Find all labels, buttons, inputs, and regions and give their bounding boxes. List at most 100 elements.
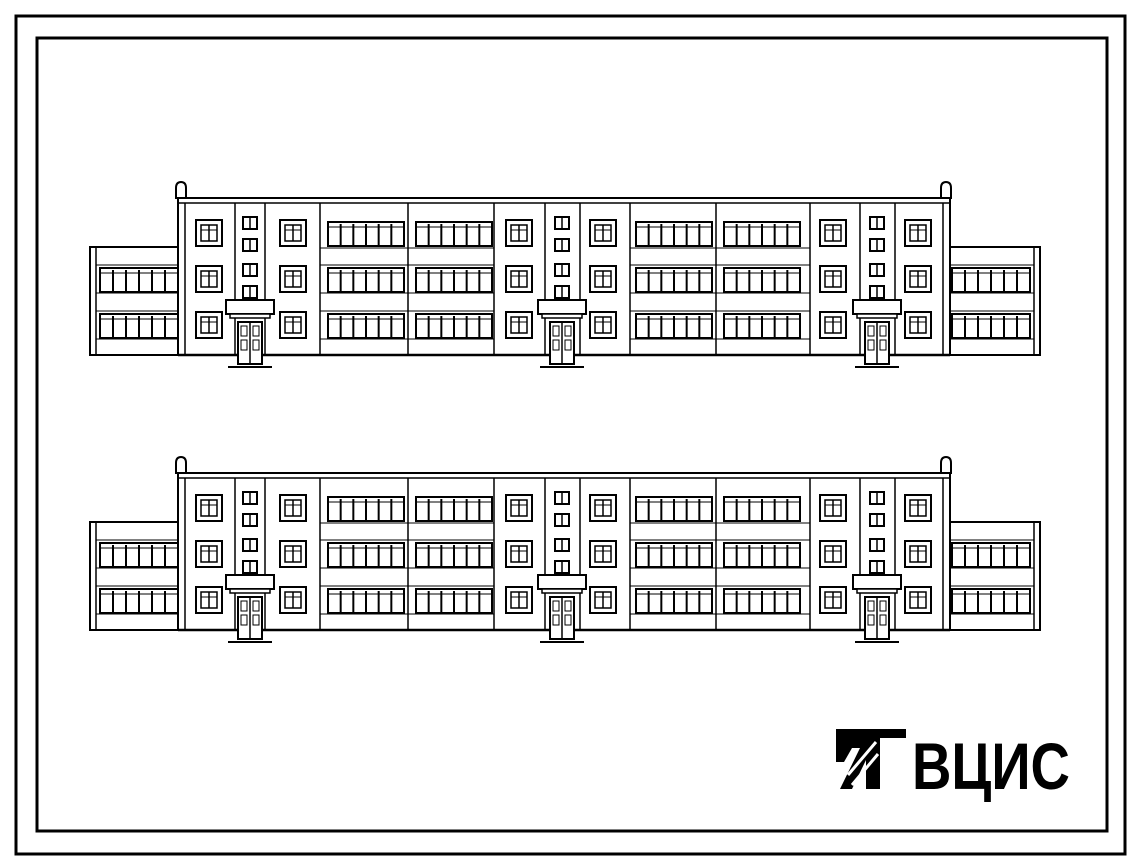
window: [819, 311, 847, 339]
door-panel: [552, 614, 560, 626]
strip-window: [327, 496, 405, 522]
stair-window: [869, 263, 885, 277]
strip-window: [723, 313, 801, 339]
window: [279, 265, 307, 293]
stair-window: [242, 238, 258, 252]
window: [279, 311, 307, 339]
strip-window: [415, 313, 493, 339]
canopy-fascia: [541, 313, 583, 319]
door-panel: [252, 339, 260, 351]
door-panel: [867, 325, 875, 337]
stair-window: [242, 285, 258, 299]
strip-window: [99, 588, 179, 614]
window: [589, 540, 617, 568]
door-panel: [252, 600, 260, 612]
window: [195, 311, 223, 339]
entrance-canopy: [537, 299, 587, 315]
window: [195, 494, 223, 522]
door-panel: [252, 325, 260, 337]
entrance-canopy: [537, 574, 587, 590]
stair-window: [242, 216, 258, 230]
stair-window: [869, 285, 885, 299]
strip-window: [327, 313, 405, 339]
door-panel: [867, 339, 875, 351]
window: [505, 311, 533, 339]
door-panel: [879, 600, 887, 612]
entrance-door: [852, 574, 902, 643]
stair-window: [869, 238, 885, 252]
window: [195, 219, 223, 247]
building-elevation-2: [89, 455, 1041, 643]
strip-window: [415, 221, 493, 247]
window: [505, 494, 533, 522]
window: [505, 586, 533, 614]
window: [904, 494, 932, 522]
right-vent-pipe: [940, 180, 952, 199]
inner-border: [35, 36, 1109, 833]
stair-window: [869, 216, 885, 230]
window: [195, 586, 223, 614]
stair-window: [242, 513, 258, 527]
stair-window: [242, 491, 258, 505]
door-panel: [552, 339, 560, 351]
window: [589, 311, 617, 339]
strip-window: [415, 267, 493, 293]
stair-window: [869, 538, 885, 552]
door-panel: [564, 614, 572, 626]
strip-window: [415, 588, 493, 614]
strip-window: [99, 267, 179, 293]
door-panel: [240, 339, 248, 351]
window: [904, 265, 932, 293]
window: [279, 219, 307, 247]
strip-window: [951, 588, 1031, 614]
logo-text: ВЦИС: [912, 729, 1070, 803]
door-panel: [240, 325, 248, 337]
stair-window: [869, 513, 885, 527]
window: [505, 219, 533, 247]
strip-window: [723, 496, 801, 522]
entrance-door: [852, 299, 902, 368]
window: [589, 586, 617, 614]
building-elevation-1: [89, 180, 1041, 368]
canopy-fascia: [856, 588, 898, 594]
stair-window: [554, 238, 570, 252]
left-vent-pipe: [175, 455, 187, 474]
entrance-canopy: [852, 574, 902, 590]
stair-window: [554, 491, 570, 505]
strip-window: [723, 542, 801, 568]
door-panel: [564, 339, 572, 351]
stair-window: [869, 560, 885, 574]
door-panel: [564, 325, 572, 337]
strip-window: [635, 313, 713, 339]
entrance-door: [537, 299, 587, 368]
door-panel: [867, 600, 875, 612]
entrance-canopy: [225, 574, 275, 590]
window: [589, 265, 617, 293]
window: [904, 540, 932, 568]
door-panel: [564, 600, 572, 612]
entrance-door: [225, 574, 275, 643]
canopy-fascia: [229, 313, 271, 319]
entrance-door: [225, 299, 275, 368]
door-panel: [879, 339, 887, 351]
door-panel: [240, 614, 248, 626]
door-panel: [879, 614, 887, 626]
canopy-fascia: [856, 313, 898, 319]
strip-window: [327, 588, 405, 614]
door-panel: [552, 600, 560, 612]
strip-window: [99, 313, 179, 339]
entrance-canopy: [852, 299, 902, 315]
door-panel: [867, 614, 875, 626]
stair-window: [554, 285, 570, 299]
strip-window: [327, 267, 405, 293]
window: [279, 494, 307, 522]
strip-window: [635, 267, 713, 293]
window: [589, 494, 617, 522]
stair-window: [554, 538, 570, 552]
stair-window: [554, 560, 570, 574]
strip-window: [723, 588, 801, 614]
strip-window: [951, 313, 1031, 339]
strip-window: [635, 588, 713, 614]
strip-window: [723, 221, 801, 247]
